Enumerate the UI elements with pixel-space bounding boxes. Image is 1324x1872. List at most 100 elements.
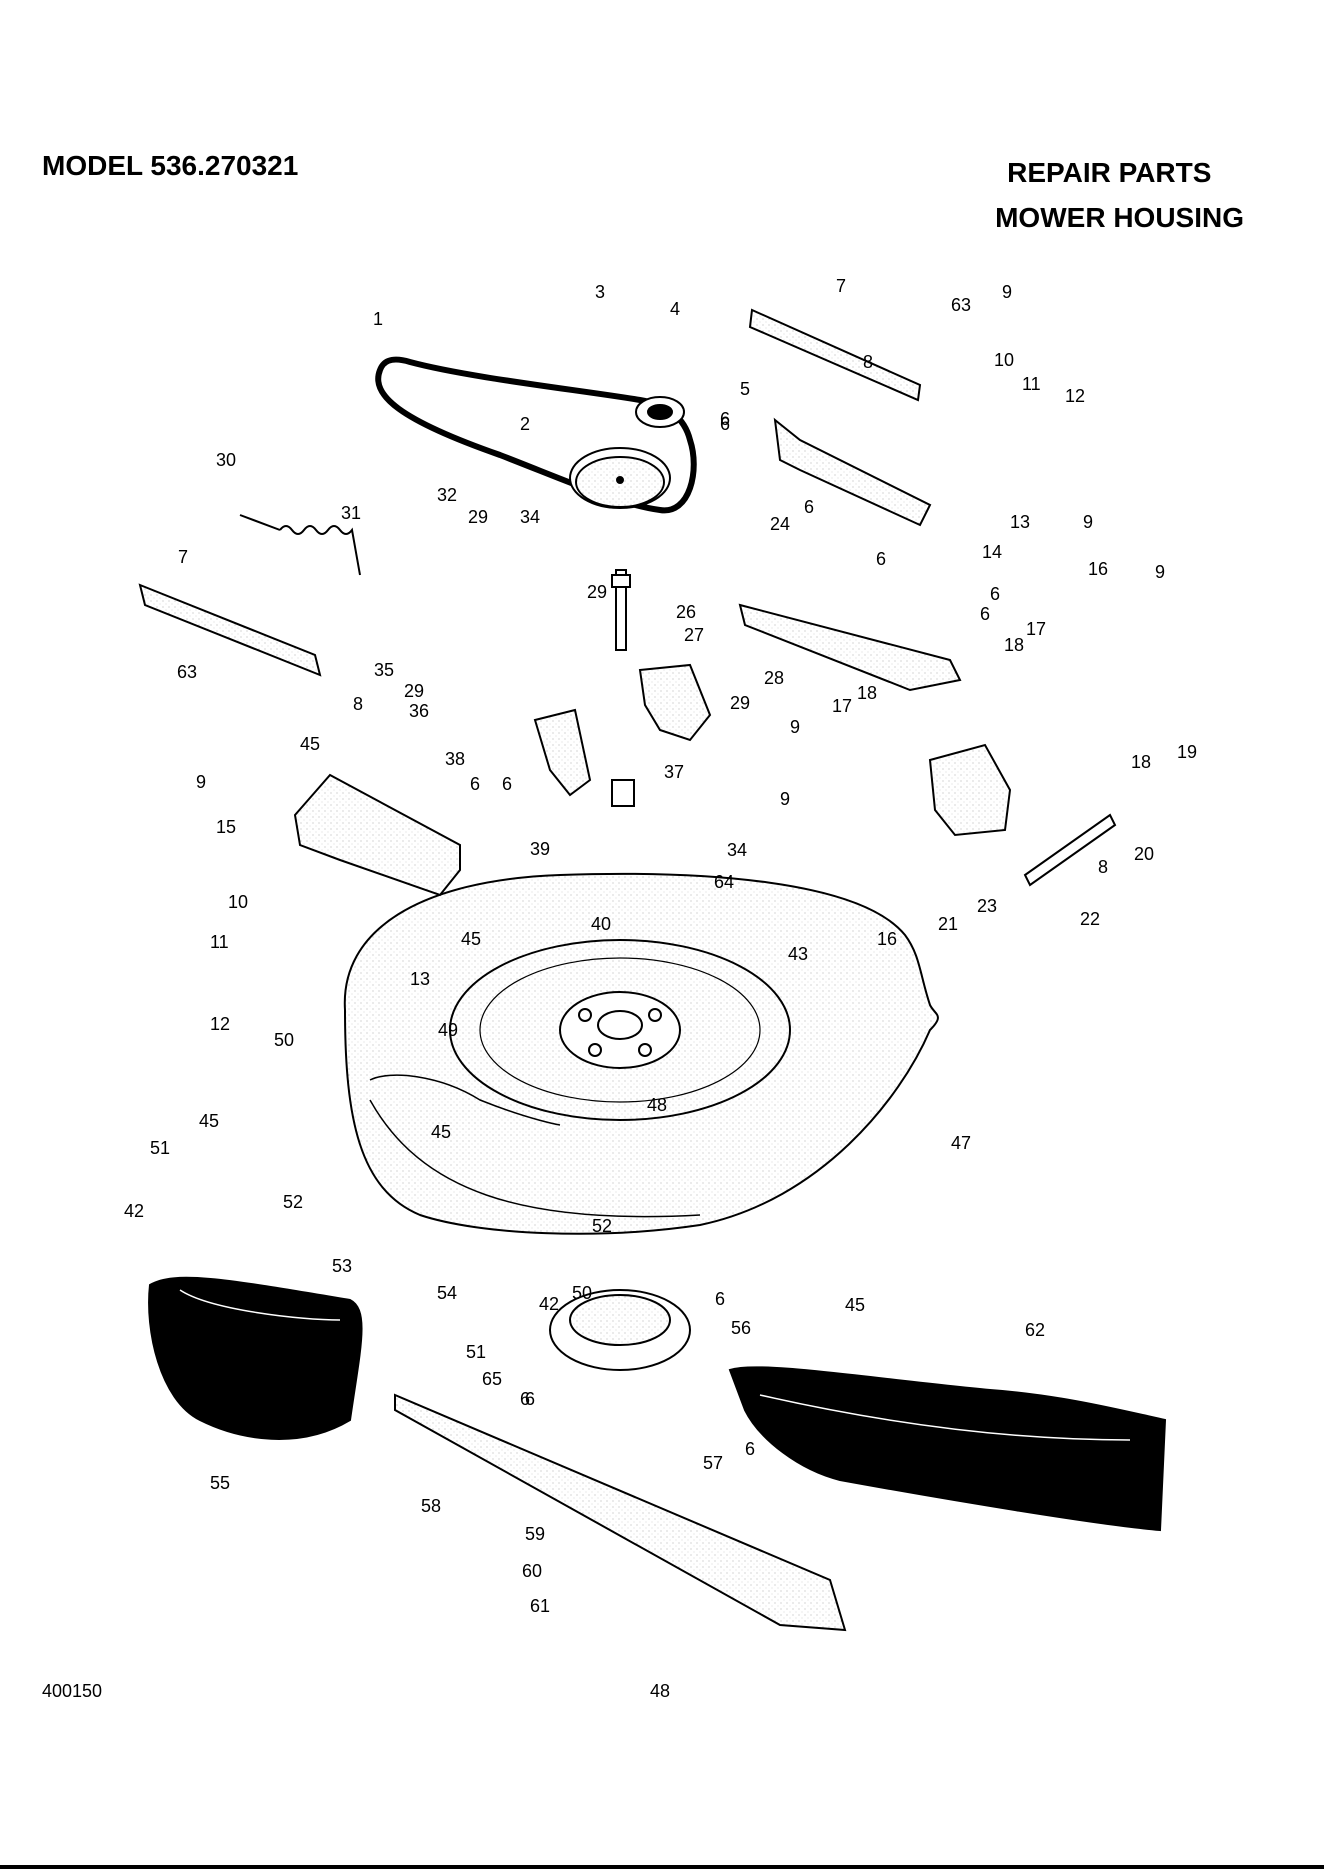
callout-51: 51 [466, 1342, 486, 1362]
callout-39: 39 [530, 839, 550, 859]
callout-34: 34 [727, 840, 747, 860]
callout-12: 12 [210, 1014, 230, 1034]
callout-6: 6 [980, 604, 990, 624]
callout-52: 52 [283, 1192, 303, 1212]
callout-6: 6 [525, 1389, 535, 1409]
callout-17: 17 [1026, 619, 1046, 639]
part-callouts: 1 2 3 4 5 6 6 6 6 6 6 6 6 6 6 6 6 7 7 8 … [124, 276, 1197, 1616]
callout-51: 51 [150, 1138, 170, 1158]
extension-spring [239, 514, 361, 576]
callout-54: 54 [437, 1283, 457, 1303]
callout-9: 9 [790, 717, 800, 737]
callout-48: 48 [647, 1095, 667, 1115]
callout-6: 6 [720, 409, 730, 429]
callout-10: 10 [228, 892, 248, 912]
callout-50: 50 [274, 1030, 294, 1050]
callout-11: 11 [1022, 374, 1041, 394]
callout-6: 6 [804, 497, 814, 517]
callout-24: 24 [770, 514, 790, 534]
callout-21: 21 [938, 914, 958, 934]
callout-35: 35 [374, 660, 394, 680]
figure-number: 400150 [42, 1681, 103, 1701]
callout-7: 7 [836, 276, 846, 296]
callout-18: 18 [1131, 752, 1151, 772]
callout-18: 18 [857, 683, 877, 703]
callout-16: 16 [877, 929, 897, 949]
callout-13: 13 [410, 969, 430, 989]
callout-57: 57 [703, 1453, 723, 1473]
callout-45: 45 [199, 1111, 219, 1131]
callout-6: 6 [520, 1389, 530, 1409]
callout-64: 64 [714, 872, 734, 892]
bracket-right-middle [738, 603, 962, 692]
callout-23: 23 [977, 896, 997, 916]
page-number: 48 [650, 1681, 671, 1701]
callout-32: 32 [437, 485, 457, 505]
callout-34: 34 [520, 507, 540, 527]
callout-3: 3 [595, 282, 605, 302]
callout-63: 63 [951, 295, 971, 315]
callout-30: 30 [216, 450, 236, 470]
callout-6: 6 [990, 584, 1000, 604]
callout-9: 9 [1155, 562, 1165, 582]
callout-27: 27 [684, 625, 704, 645]
callout-6: 6 [720, 414, 730, 434]
callout-22: 22 [1080, 909, 1100, 929]
callout-8: 8 [353, 694, 363, 714]
section-title-line-1: REPAIR PARTS [1007, 157, 1212, 188]
callout-9: 9 [780, 789, 790, 809]
callout-58: 58 [421, 1496, 441, 1516]
callout-6: 6 [502, 774, 512, 794]
callout-49: 49 [438, 1020, 458, 1040]
callout-45: 45 [461, 929, 481, 949]
callout-56: 56 [731, 1318, 751, 1338]
callout-40: 40 [591, 914, 611, 934]
callout-47: 47 [951, 1133, 971, 1153]
callout-45: 45 [300, 734, 320, 754]
callout-4: 4 [670, 299, 680, 319]
callout-17: 17 [832, 696, 852, 716]
idler-bracket [533, 708, 592, 797]
callout-1: 1 [373, 309, 383, 329]
callout-65: 65 [482, 1369, 502, 1389]
callout-45: 45 [845, 1295, 865, 1315]
discharge-chute-left [148, 1276, 363, 1440]
callout-20: 20 [1134, 844, 1154, 864]
callout-2: 2 [520, 414, 530, 434]
idler-arm [638, 663, 712, 742]
callout-55: 55 [210, 1473, 230, 1493]
blade-adapter [549, 1289, 691, 1371]
callout-50: 50 [572, 1283, 592, 1303]
callout-26: 26 [676, 602, 696, 622]
callout-10: 10 [994, 350, 1014, 370]
section-title: REPAIR PARTS MOWER HOUSING [995, 150, 1244, 240]
callout-8: 8 [863, 352, 873, 372]
callout-18: 18 [1004, 635, 1024, 655]
callout-45: 45 [431, 1122, 451, 1142]
callout-52: 52 [592, 1216, 612, 1236]
callout-6: 6 [876, 549, 886, 569]
callout-6: 6 [470, 774, 480, 794]
pulley [569, 447, 671, 509]
callout-42: 42 [124, 1201, 144, 1221]
callout-9: 9 [196, 772, 206, 792]
callout-19: 19 [1177, 742, 1197, 762]
callout-29: 29 [404, 681, 424, 701]
callout-13: 13 [1010, 512, 1030, 532]
callout-59: 59 [525, 1524, 545, 1544]
callout-37: 37 [664, 762, 684, 782]
callout-62: 62 [1025, 1320, 1045, 1340]
callout-43: 43 [788, 944, 808, 964]
model-title: MODEL 536.270321 [42, 150, 299, 181]
callout-14: 14 [982, 542, 1002, 562]
callout-63: 63 [177, 662, 197, 682]
mower-deck [343, 872, 939, 1235]
callout-6: 6 [745, 1439, 755, 1459]
mower-blade [394, 1393, 847, 1632]
callout-9: 9 [1083, 512, 1093, 532]
callout-38: 38 [445, 749, 465, 769]
callout-60: 60 [522, 1561, 542, 1581]
callout-29: 29 [730, 693, 750, 713]
callout-29: 29 [587, 582, 607, 602]
